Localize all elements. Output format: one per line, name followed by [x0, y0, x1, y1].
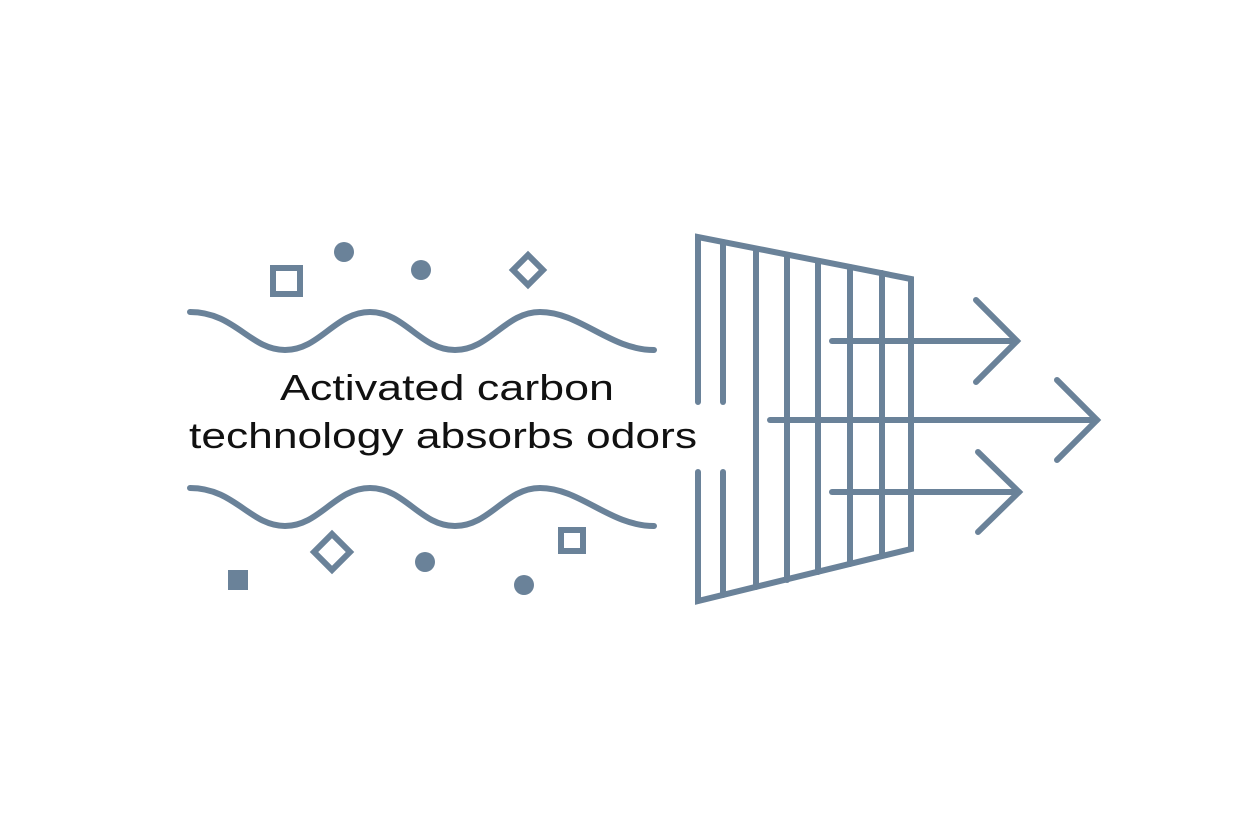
arrow-right-icon — [829, 297, 1022, 385]
particle-filled-square — [228, 570, 248, 590]
arrow-right-icon — [767, 377, 1102, 463]
particle-dot — [411, 260, 431, 280]
particle-diamond — [508, 250, 548, 290]
particle-open-square — [270, 265, 303, 297]
particle-dot — [514, 575, 534, 595]
caption-line-2: technology absorbs odors — [189, 415, 697, 456]
particle-dot — [334, 242, 354, 262]
caption-line-1: Activated carbon — [280, 367, 614, 408]
particle-dot — [415, 552, 435, 572]
air-flow-wave-bottom — [187, 484, 657, 530]
arrow-right-icon — [829, 449, 1024, 535]
particle-diamond — [309, 529, 355, 575]
particle-open-square — [558, 527, 586, 554]
air-flow-wave-top — [187, 308, 657, 354]
